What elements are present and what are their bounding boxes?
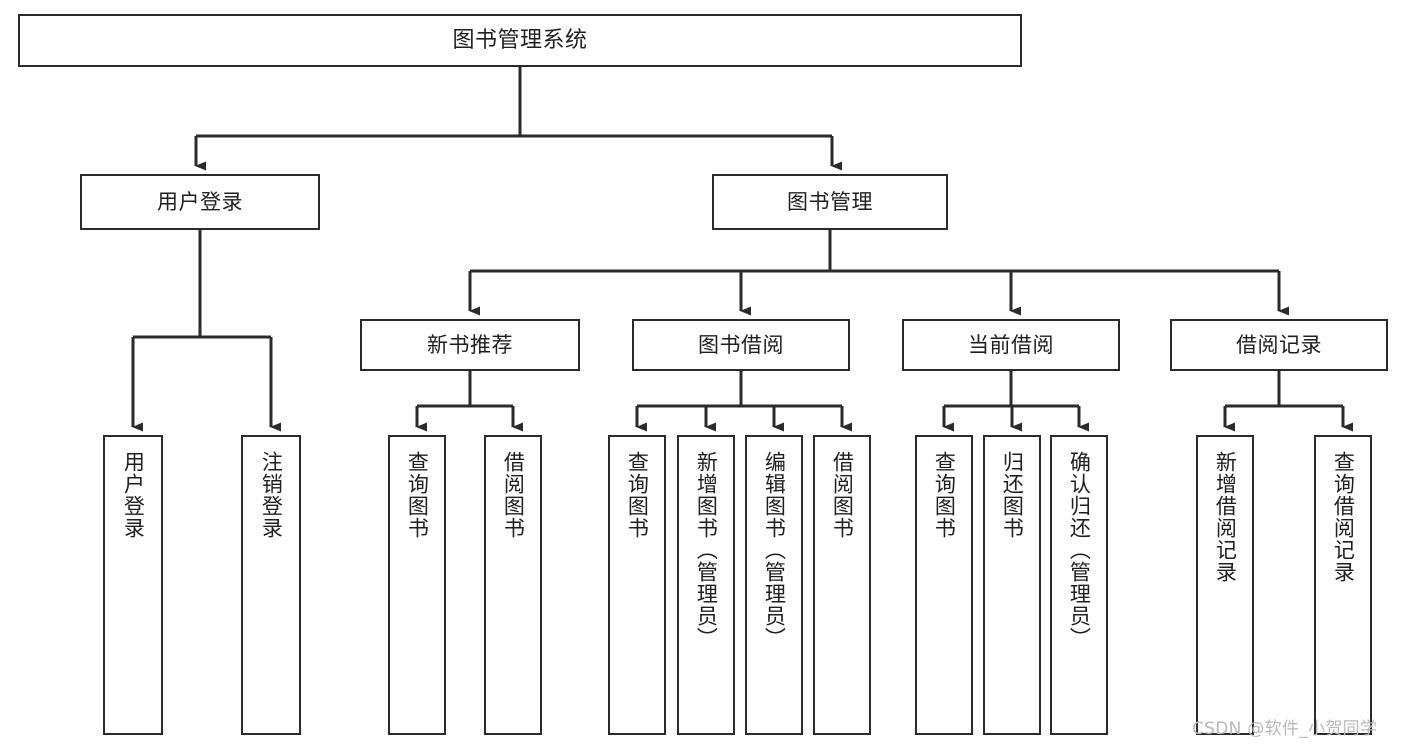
node-leaf-query-record[interactable]: 查询借阅记录 xyxy=(1314,435,1372,735)
node-root-label: 图书管理系统 xyxy=(452,27,588,53)
node-leaf-user-login-label: 用户登录 xyxy=(121,451,146,539)
node-book-borrow[interactable]: 图书借阅 xyxy=(632,319,850,371)
node-borrow-record-label: 借阅记录 xyxy=(1236,332,1322,357)
node-leaf-add-record[interactable]: 新增借阅记录 xyxy=(1196,435,1254,735)
node-leaf-query-book-cur-label: 查询图书 xyxy=(932,451,957,539)
node-leaf-query-book-borrow[interactable]: 查询图书 xyxy=(608,435,666,735)
node-leaf-confirm-return-label: 确认归还（管理员） xyxy=(1067,451,1092,649)
node-leaf-query-book-cur[interactable]: 查询图书 xyxy=(915,435,973,735)
node-leaf-user-logout[interactable]: 注销登录 xyxy=(241,435,301,735)
watermark: CSDN @软件_小贺同学 xyxy=(1192,719,1378,739)
node-book-borrow-label: 图书借阅 xyxy=(698,332,784,357)
node-leaf-query-book-rec[interactable]: 查询图书 xyxy=(388,435,446,735)
node-leaf-add-book[interactable]: 新增图书（管理员） xyxy=(677,435,735,735)
node-user-login[interactable]: 用户登录 xyxy=(80,174,320,230)
node-new-book-recommend-label: 新书推荐 xyxy=(427,332,513,357)
node-leaf-query-book-borrow-label: 查询图书 xyxy=(625,451,650,539)
node-leaf-edit-book-label: 编辑图书（管理员） xyxy=(762,451,787,649)
node-leaf-return-book[interactable]: 归还图书 xyxy=(983,435,1041,735)
node-leaf-confirm-return[interactable]: 确认归还（管理员） xyxy=(1050,435,1108,735)
node-root[interactable]: 图书管理系统 xyxy=(18,14,1022,67)
node-leaf-borrow-book-rec-label: 借阅图书 xyxy=(501,451,526,539)
node-leaf-add-book-label: 新增图书（管理员） xyxy=(694,451,719,649)
node-new-book-recommend[interactable]: 新书推荐 xyxy=(360,319,580,371)
node-leaf-add-record-label: 新增借阅记录 xyxy=(1213,451,1238,583)
node-leaf-borrow-book-rec[interactable]: 借阅图书 xyxy=(484,435,542,735)
node-leaf-user-login[interactable]: 用户登录 xyxy=(103,435,163,735)
node-book-manage-label: 图书管理 xyxy=(787,189,873,214)
node-leaf-borrow-book-label: 借阅图书 xyxy=(830,451,855,539)
node-leaf-borrow-book[interactable]: 借阅图书 xyxy=(813,435,871,735)
node-book-manage[interactable]: 图书管理 xyxy=(712,174,948,230)
node-leaf-edit-book[interactable]: 编辑图书（管理员） xyxy=(745,435,803,735)
node-leaf-query-record-label: 查询借阅记录 xyxy=(1331,451,1356,583)
node-borrow-record[interactable]: 借阅记录 xyxy=(1170,319,1388,371)
node-leaf-user-logout-label: 注销登录 xyxy=(259,451,284,539)
node-leaf-return-book-label: 归还图书 xyxy=(1000,451,1025,539)
node-current-borrow[interactable]: 当前借阅 xyxy=(902,319,1120,371)
node-user-login-label: 用户登录 xyxy=(157,189,243,214)
node-leaf-query-book-rec-label: 查询图书 xyxy=(405,451,430,539)
node-current-borrow-label: 当前借阅 xyxy=(968,332,1054,357)
